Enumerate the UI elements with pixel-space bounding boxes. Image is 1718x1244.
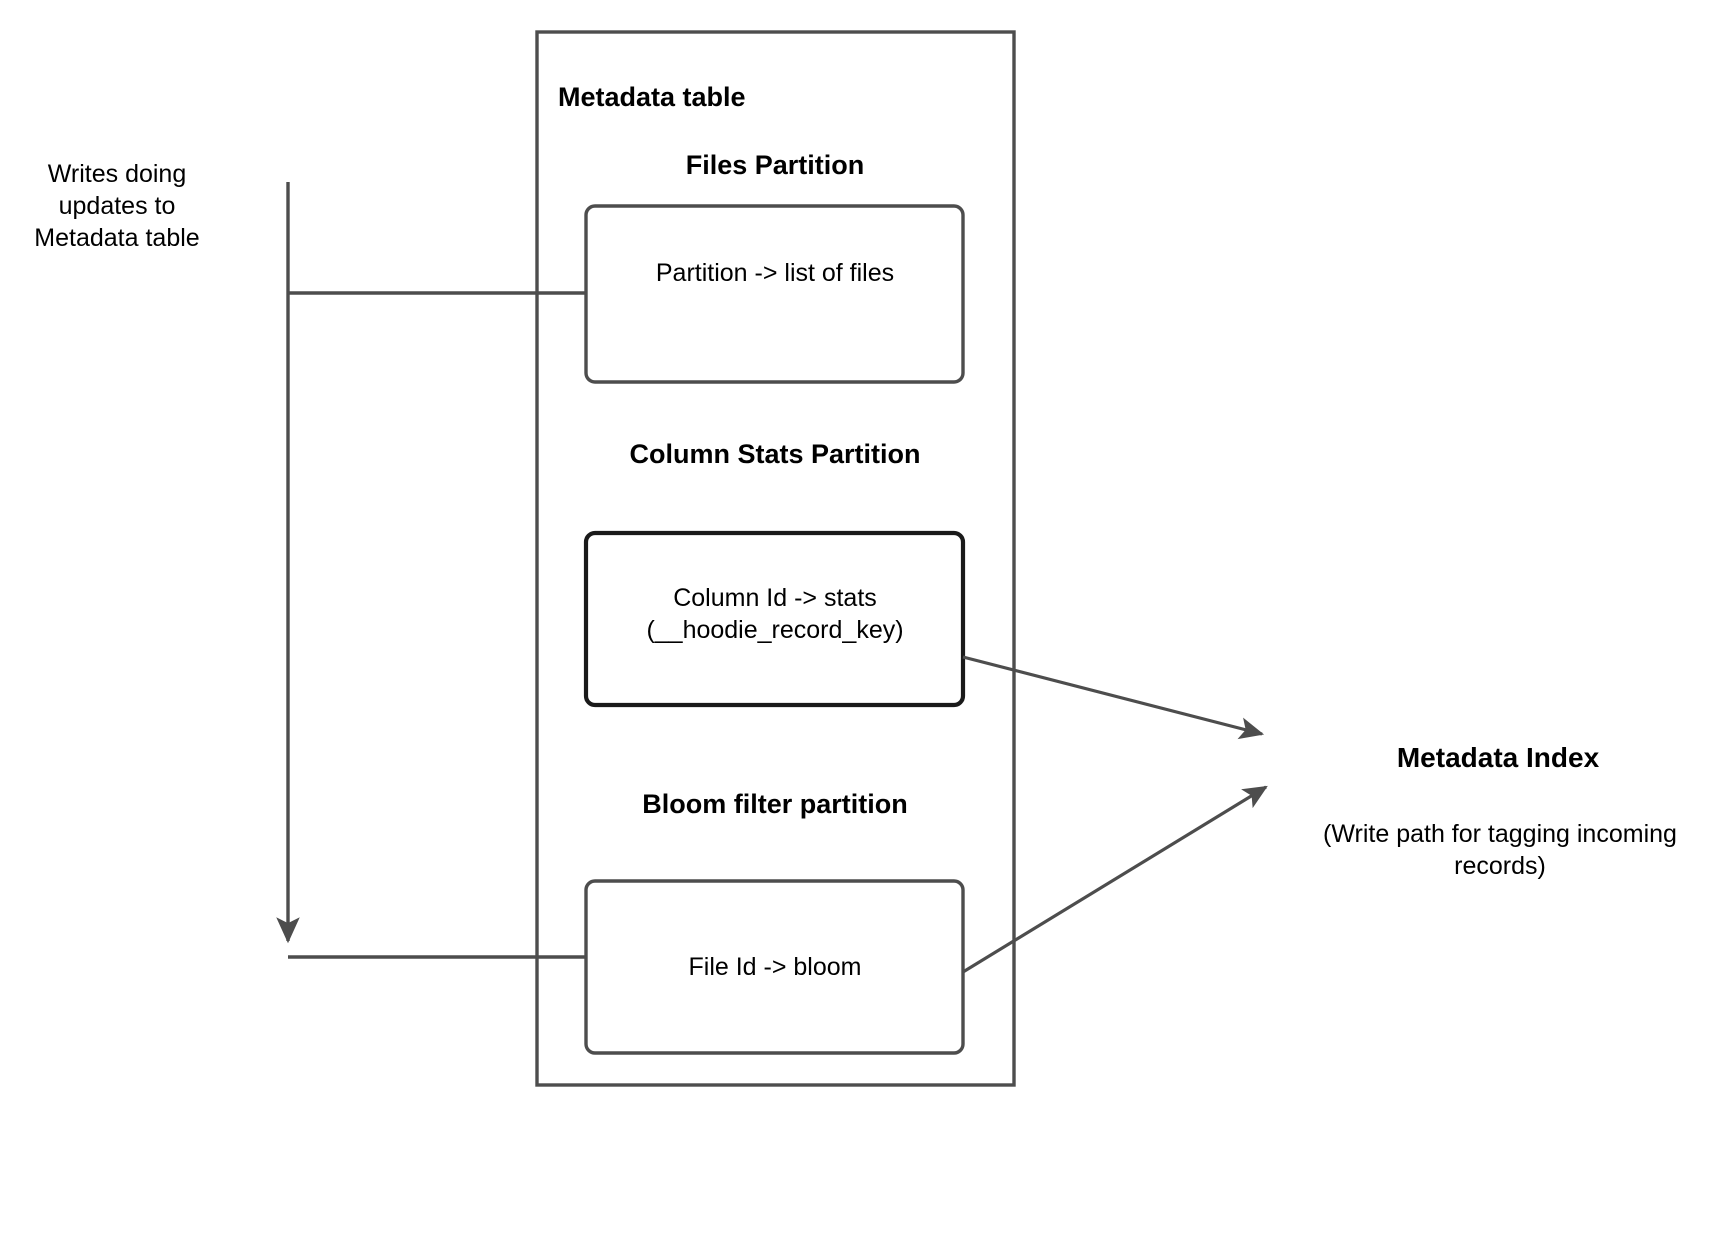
files-partition-box-label: Partition -> list of files xyxy=(655,259,895,287)
column-stats-partition-heading: Column Stats Partition xyxy=(629,439,921,469)
bloom-filter-partition-heading: Bloom filter partition xyxy=(642,789,908,819)
files-partition-heading: Files Partition xyxy=(685,150,865,180)
writes-annotation-label: Writes doing updates to Metadata table xyxy=(34,160,200,252)
column-stats-partition-box-label: Column Id -> stats (__hoodie_record_key) xyxy=(646,584,904,644)
column-stats-to-metadata-index-connector xyxy=(962,655,1265,740)
metadata-table-title: Metadata table xyxy=(558,82,746,112)
bloom-to-metadata-index-connector xyxy=(962,785,1268,974)
metadata-index-caption: (Write path for tagging incoming records… xyxy=(1323,820,1677,880)
bloom-filter-partition-box-label: File Id -> bloom xyxy=(688,953,862,981)
metadata-index-title: Metadata Index xyxy=(1396,742,1600,773)
files-partition-box xyxy=(584,204,965,384)
metadata-table-container xyxy=(535,30,1016,1087)
